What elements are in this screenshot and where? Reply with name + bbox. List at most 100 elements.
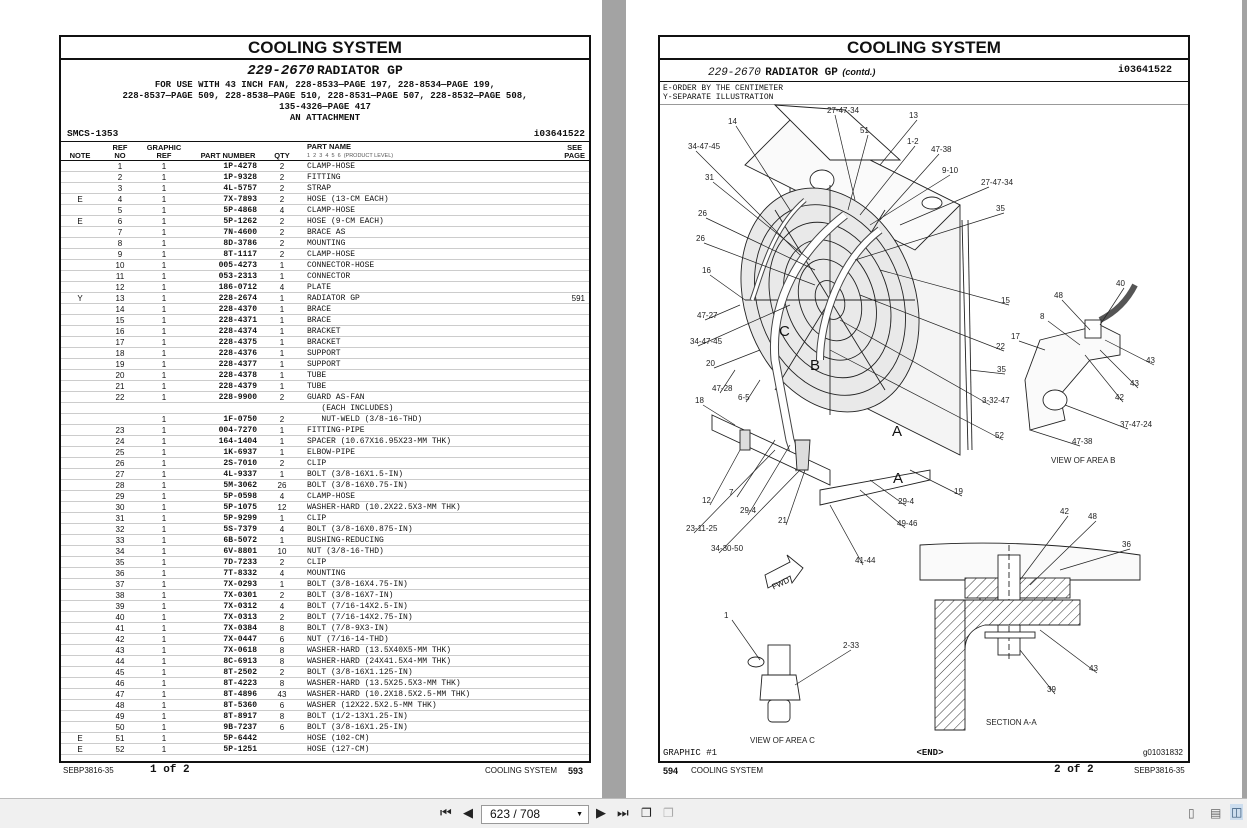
callout-label: 47-38: [1072, 437, 1093, 446]
cell-part-name: BOLT (3/8-16X7-IN): [307, 591, 394, 600]
end-label: <END>: [916, 748, 944, 758]
cell-graphic-ref: 1: [161, 173, 167, 182]
cell-graphic-ref: 1: [161, 470, 167, 479]
callout-leader: [736, 439, 776, 498]
cell-graphic-ref: 1: [161, 580, 167, 589]
cell-graphic-ref: 1: [161, 360, 167, 369]
cell-graphic-ref: 1: [161, 437, 167, 446]
cell-part-name: CLIP: [307, 558, 327, 567]
chevron-down-icon: ▼: [576, 811, 583, 818]
single-page-view-icon[interactable]: ▯: [1188, 806, 1195, 820]
cell-qty: 6: [279, 635, 285, 644]
cell-ref-no: 40: [115, 613, 125, 622]
next-page-button[interactable]: ▶: [596, 805, 606, 820]
cell-part-number: 228-4370: [218, 305, 257, 314]
cell-part-name: WASHER-HARD (24X41.5X4-MM THK): [307, 657, 452, 666]
paste-page-icon[interactable]: ❐: [663, 806, 674, 820]
cell-part-number: 6B-5072: [223, 536, 257, 545]
callout-label: 47-38: [931, 145, 952, 154]
cell-ref-no: 31: [115, 514, 125, 523]
cell-part-number: 8C-6913: [223, 657, 257, 666]
callout-leader: [785, 469, 806, 526]
callout-label: 34-47-45: [690, 337, 723, 346]
cell-part-name: BOLT (7/16-14X2.5-IN): [307, 602, 408, 611]
cell-ref-no: 44: [115, 657, 125, 666]
graphic-footer: GRAPHIC #1 <END> g01031832: [663, 748, 1183, 758]
cell-qty: 4: [279, 569, 285, 578]
view-letter-c: C: [779, 323, 790, 340]
page-of-text: 1 of 2: [150, 764, 190, 776]
callout-label: 23-11-25: [686, 524, 718, 533]
cell-ref-no: 25: [115, 448, 125, 457]
cell-qty: 1: [279, 371, 285, 380]
callout-label: 15: [1001, 296, 1010, 305]
footer-page-number: 594: [663, 766, 679, 776]
cell-qty: 4: [279, 525, 285, 534]
callout-label: 35: [996, 204, 1005, 213]
copy-page-icon[interactable]: ❐: [641, 806, 652, 820]
callout-label: 29-4: [898, 497, 915, 506]
cell-part-number: 7X-0293: [223, 580, 257, 589]
cell-part-name: WASHER-HARD (10.2X22.5X3-MM THK): [307, 503, 461, 512]
cell-graphic-ref: 1: [161, 459, 167, 468]
callout-label: 16: [702, 266, 711, 275]
cell-qty: 2: [279, 558, 285, 567]
cell-part-name: GUARD AS-FAN: [307, 393, 365, 402]
cell-part-number: 228-4376: [218, 349, 257, 358]
cell-part-number: 228-4379: [218, 382, 257, 391]
cell-qty: 2: [279, 668, 285, 677]
callout-label: 43: [1130, 379, 1139, 388]
cell-graphic-ref: 1: [161, 635, 167, 644]
cell-graphic-ref: 1: [161, 327, 167, 336]
cell-part-name: HOSE (13-CM EACH): [307, 195, 389, 204]
cell-part-name: CLAMP-HOSE: [307, 492, 356, 501]
cell-graphic-ref: 1: [161, 349, 167, 358]
facing-pages-view-icon[interactable]: ◫: [1230, 804, 1244, 820]
cell-part-number: 228-4371: [218, 316, 257, 325]
cell-ref-no: 21: [115, 382, 125, 391]
cell-ref-no: 13: [115, 294, 125, 303]
page-number-select[interactable]: 623 / 708 ▼: [481, 805, 589, 824]
cell-qty: 1: [279, 437, 285, 446]
usage-line: 228-8537—PAGE 509, 228-8538—PAGE 510, 22…: [122, 91, 528, 101]
cell-part-number: 1P-9328: [223, 173, 257, 182]
cell-graphic-ref: 1: [161, 261, 167, 270]
cell-graphic-ref: 1: [161, 503, 167, 512]
callout-label: 22: [996, 342, 1005, 351]
callout-label: 1: [724, 611, 729, 620]
cell-part-name: (EACH INCLUDES): [307, 404, 394, 413]
callout-leader: [1029, 520, 1097, 586]
cell-ref-no: 8: [117, 239, 123, 248]
cell-part-number: 4L-5757: [223, 184, 257, 193]
last-page-button[interactable]: ⏭: [617, 805, 629, 820]
first-page-button[interactable]: ⏮: [440, 805, 452, 820]
col-note: NOTE: [69, 151, 91, 160]
graphic-id: g01031832: [1142, 748, 1183, 757]
continuous-view-icon[interactable]: ▤: [1210, 806, 1222, 820]
cell-qty: 2: [279, 184, 285, 193]
cell-part-name: MOUNTING: [307, 569, 346, 578]
callout-label: 31: [705, 173, 714, 182]
prev-page-button[interactable]: ◀: [463, 805, 473, 820]
cell-note: E: [77, 745, 83, 754]
footer-page-of: 2 of 2: [1054, 764, 1094, 776]
callout-leader: [839, 319, 991, 406]
cell-part-name: CLAMP-HOSE: [307, 206, 356, 215]
caption-area-c: VIEW OF AREA C: [750, 736, 815, 745]
cell-qty: 1: [279, 426, 285, 435]
cell-part-name: FITTING-PIPE: [307, 426, 365, 435]
page-indicator: 623 / 708: [490, 807, 541, 821]
